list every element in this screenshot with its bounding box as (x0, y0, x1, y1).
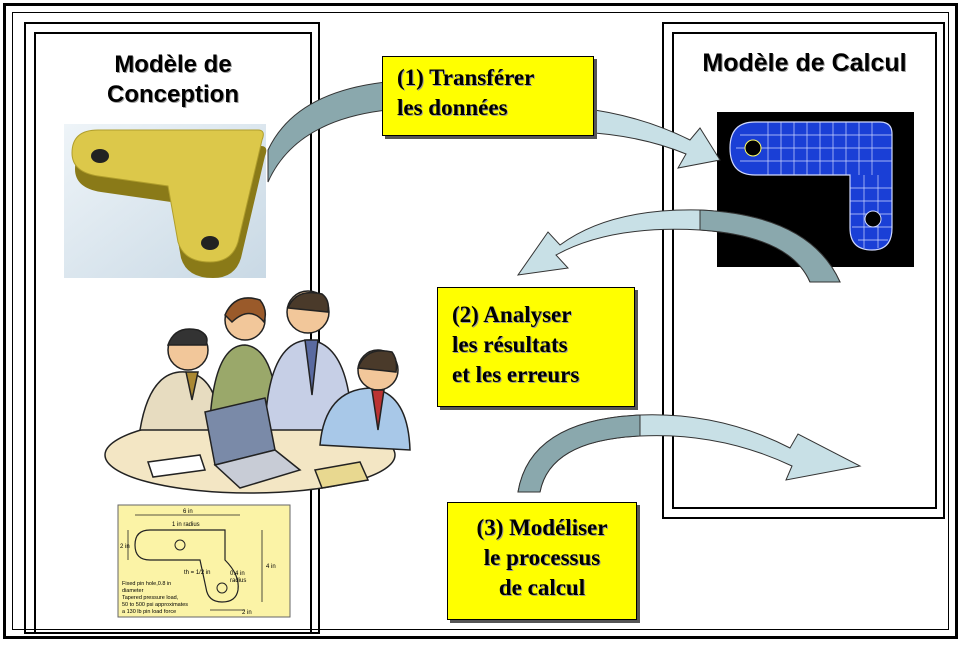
note4: 50 to 500 psi approximates (122, 602, 188, 608)
design-model-title-line2: Conception (107, 81, 239, 108)
design-model-title: Modèle de Conception (34, 50, 312, 110)
step-3-line2: le processus (483, 545, 601, 570)
arrow-2 (516, 209, 841, 283)
step-3-line1: (3) Modéliser (476, 515, 608, 540)
fe-mesh-image (717, 112, 914, 267)
radius1-label: 1 in radius (172, 522, 200, 528)
radius2-label: 0.4 in (230, 571, 245, 577)
dim-bottom-label: 2 in (242, 610, 252, 616)
engineers-illustration (104, 290, 411, 494)
note5: a 130 lb pin load force (122, 609, 176, 615)
thickness-label: th = 1/2 in (184, 570, 211, 576)
step-2-line1: (2) Analyser (452, 302, 572, 327)
dim-right-label: 4 in (266, 564, 276, 570)
step-2-box: (2) Analyser les résultats et les erreur… (437, 287, 635, 407)
step-2-line2: les résultats (452, 332, 568, 357)
note1: Fixed pin hole,0.8 in (122, 581, 171, 587)
analysis-model-panel-inner (672, 32, 937, 509)
arrow-3 (517, 414, 862, 493)
step-3-box: (3) Modéliser le processus de calcul (447, 502, 637, 620)
note3: Tapered pressure load, (122, 595, 179, 601)
outer-frame (3, 3, 958, 639)
technical-drawing: 6 in 2 in 4 in 2 in 1 in radius th = 1/2… (117, 504, 291, 618)
analysis-model-panel (662, 22, 945, 519)
radius2b-label: radius (230, 578, 246, 584)
step-1-line2: les données (397, 95, 508, 120)
step-1-box: (1) Transférer les données (382, 56, 594, 136)
dim-left-label: 2 in (120, 544, 130, 550)
step-2-line3: et les erreurs (452, 362, 580, 387)
design-model-title-line1: Modèle de (114, 51, 232, 78)
inner-frame (12, 12, 949, 630)
step-3-line3: de calcul (498, 575, 586, 600)
dim-top-label: 6 in (183, 509, 193, 515)
step-1-line1: (1) Transférer (397, 65, 535, 90)
analysis-model-title: Modèle de Calcul (702, 49, 907, 77)
cad-part-image (64, 124, 267, 278)
note2: diameter (122, 588, 144, 594)
